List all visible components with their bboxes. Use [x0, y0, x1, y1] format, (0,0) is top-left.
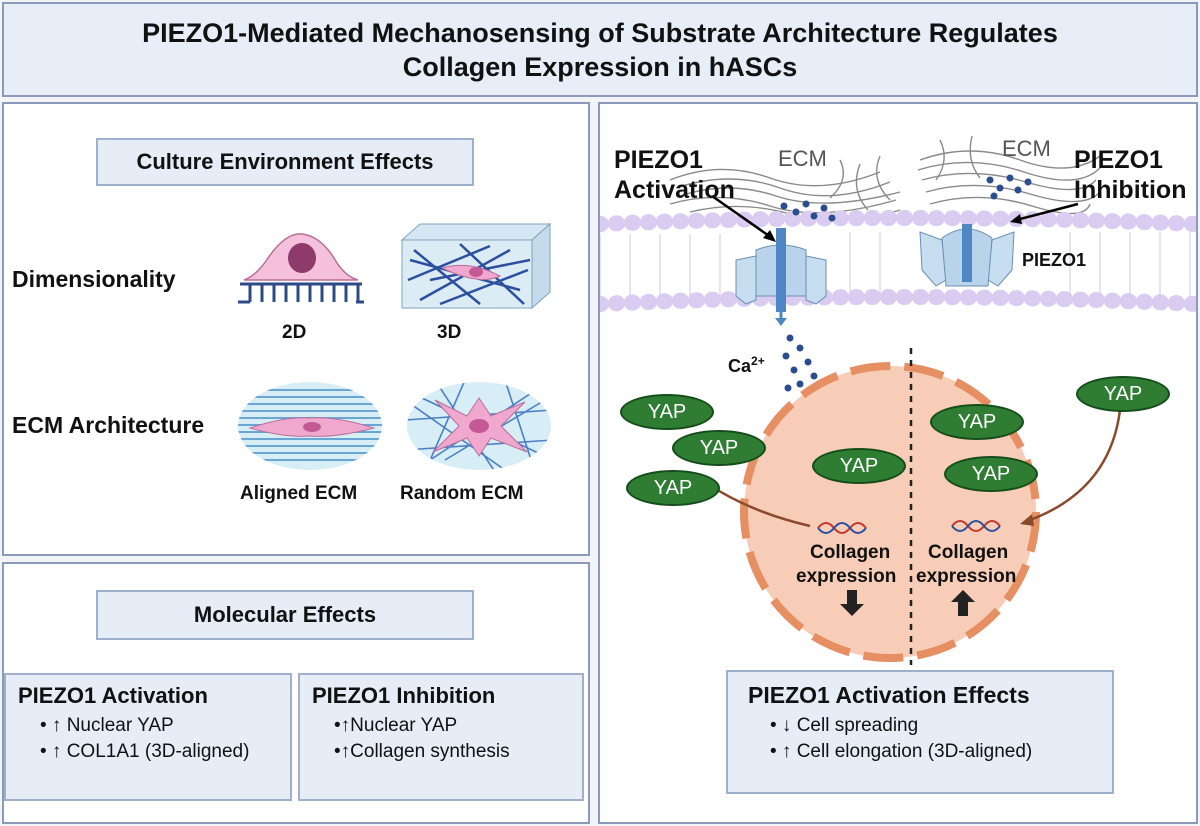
collagen-left-line1: Collagen — [810, 542, 891, 563]
dna-right — [951, 520, 1001, 532]
aligned-ecm-label: Aligned ECM — [240, 483, 358, 504]
dimensionality-label: Dimensionality — [12, 266, 176, 292]
activation-effect-item: • ↑ Cell elongation (3D-aligned) — [770, 741, 1033, 762]
random-ecm-label: Random ECM — [400, 483, 524, 504]
activation-item: • ↑ Nuclear YAP — [40, 715, 174, 736]
collagen-right-line1: Collagen — [928, 542, 1009, 563]
activation-title: PIEZO1 Activation — [18, 683, 208, 708]
yap-pill: YAP — [620, 394, 714, 430]
inhibition-title: PIEZO1 Inhibition — [312, 683, 496, 708]
calcium-symbol: Ca — [728, 356, 752, 376]
calcium-label: Ca2+ — [728, 354, 765, 377]
title-banner: PIEZO1-Mediated Mechanosensing of Substr… — [2, 2, 1198, 97]
ecm-left-label: ECM — [778, 146, 827, 171]
dna-left — [817, 522, 867, 534]
yap-pill: YAP — [1076, 376, 1170, 412]
arrow-up — [951, 590, 975, 616]
piezo1-channel-open — [735, 228, 827, 326]
activation-label-line1: PIEZO1 — [614, 146, 703, 174]
piezo1-channel-closed — [919, 224, 1015, 287]
activation-effects-title: PIEZO1 Activation Effects — [748, 682, 1030, 708]
ecm-architecture-label: ECM Architecture — [12, 412, 205, 438]
inhibition-item: •↑Collagen synthesis — [334, 741, 510, 762]
ecm-fibers-right — [917, 135, 1101, 215]
ca-dots-top — [780, 174, 1032, 222]
collagen-left-line2: expression — [796, 566, 897, 587]
title-line-2: Collagen Expression in hASCs — [402, 51, 798, 82]
ecm-right-label: ECM — [1002, 136, 1051, 161]
activation-effects-box: PIEZO1 Activation Effects • ↓ Cell sprea… — [726, 670, 1114, 794]
label-2d: 2D — [282, 322, 307, 343]
label-3d: 3D — [437, 322, 462, 343]
arrow-down — [840, 590, 864, 616]
ecm-fibers-left — [669, 155, 901, 221]
calcium-charge: 2+ — [751, 354, 765, 368]
title-line-1: PIEZO1-Mediated Mechanosensing of Substr… — [142, 17, 1058, 48]
random-ecm-illustration — [407, 382, 551, 470]
yap-pill: YAP — [944, 456, 1038, 492]
aligned-ecm-illustration — [238, 382, 382, 470]
inhibition-item: •↑Nuclear YAP — [334, 715, 458, 736]
inhibition-label-line2: Inhibition — [1074, 176, 1187, 204]
yap-pill: YAP — [812, 448, 906, 484]
culture-header: Culture Environment Effects — [96, 138, 474, 186]
yap-pill: YAP — [626, 470, 720, 506]
collagen-right-line2: expression — [916, 566, 1017, 587]
cell-2d-illustration — [238, 233, 364, 304]
molecular-header: Molecular Effects — [96, 590, 474, 640]
yap-pill: YAP — [672, 430, 766, 466]
activation-box: PIEZO1 Activation • ↑ Nuclear YAP • ↑ CO… — [4, 673, 292, 801]
piezo1-channel-label: PIEZO1 — [1022, 250, 1087, 270]
inhibition-label-line1: PIEZO1 — [1074, 146, 1163, 174]
yap-pill: YAP — [930, 404, 1024, 440]
activation-effect-item: • ↓ Cell spreading — [770, 715, 919, 736]
inhibition-box: PIEZO1 Inhibition •↑Nuclear YAP •↑Collag… — [298, 673, 584, 801]
activation-label-line2: Activation — [614, 176, 735, 204]
activation-item: • ↑ COL1A1 (3D-aligned) — [40, 741, 250, 762]
cell-3d-illustration — [400, 222, 552, 310]
